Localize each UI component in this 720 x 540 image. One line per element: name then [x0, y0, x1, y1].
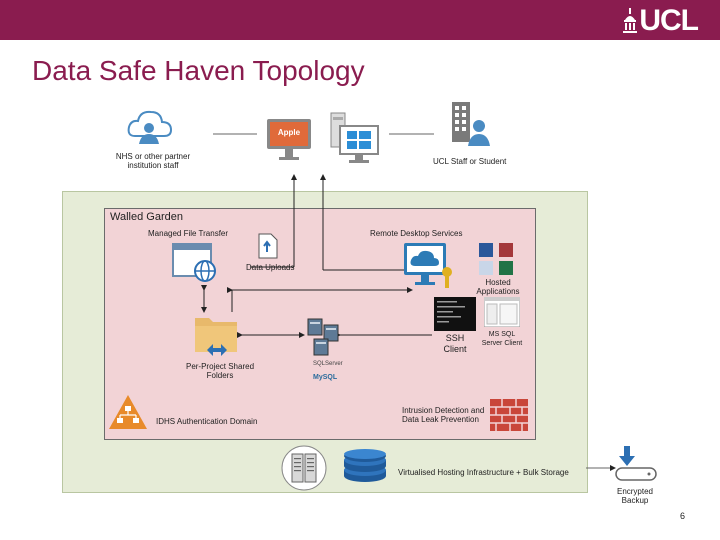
ucl-logo-text: UCL	[639, 4, 699, 37]
backup-label: Encrypted Backup	[616, 487, 654, 505]
page-number: 6	[680, 511, 686, 521]
auth-domain-label: IDHS Authentication Domain	[156, 417, 258, 426]
remote-desktop-icon	[404, 243, 452, 288]
storage-stack-icon	[344, 449, 386, 482]
encrypted-backup-icon	[615, 446, 657, 481]
auth-domain-icon	[109, 395, 147, 429]
apple-desktop-icon	[267, 119, 311, 160]
hosting-label: Virtualised Hosting Infrastructure + Bul…	[398, 468, 569, 477]
ssh-client-label: SSH Client	[443, 333, 467, 354]
windows-desktop-icon	[330, 112, 379, 163]
file-transfer-window-icon	[172, 243, 216, 282]
server-rack-icon	[281, 445, 327, 491]
ms-sql-client-label: MS SQL Server Client	[481, 331, 523, 347]
sqlserver-logo: SQLServer	[313, 361, 343, 367]
terminal-icon	[434, 297, 476, 331]
office-apps-icon	[479, 243, 513, 275]
shared-folder-icon	[195, 318, 237, 356]
hosted-apps-label: Hosted Applications	[476, 278, 520, 296]
nhs-staff-label: NHS or other partner institution staff	[115, 152, 191, 170]
apple-label: Apple	[277, 128, 301, 137]
walled-garden-title: Walled Garden	[110, 211, 183, 223]
shared-folders-label: Per-Project Shared Folders	[185, 362, 255, 380]
data-uploads-label: Data Uploads	[246, 263, 295, 272]
header-bar: UCL	[0, 0, 720, 40]
firewall-icon	[490, 399, 528, 431]
page-title: Data Safe Haven Topology	[32, 55, 365, 86]
ucl-staff-label: UCL Staff or Student	[433, 157, 507, 166]
cloud-user-icon	[127, 110, 173, 144]
office-user-icon	[452, 102, 490, 146]
ucl-dome-icon	[623, 8, 638, 33]
rds-label: Remote Desktop Services	[370, 229, 463, 238]
mft-label: Managed File Transfer	[148, 229, 229, 238]
mysql-logo: MySQL	[313, 374, 338, 381]
document-upload-icon	[258, 233, 278, 259]
intrusion-label: Intrusion Detection and Data Leak Preven…	[402, 406, 485, 424]
ucl-logo: UCL	[623, 4, 699, 37]
sql-client-window-icon	[484, 297, 520, 327]
database-server-icon	[307, 318, 339, 356]
